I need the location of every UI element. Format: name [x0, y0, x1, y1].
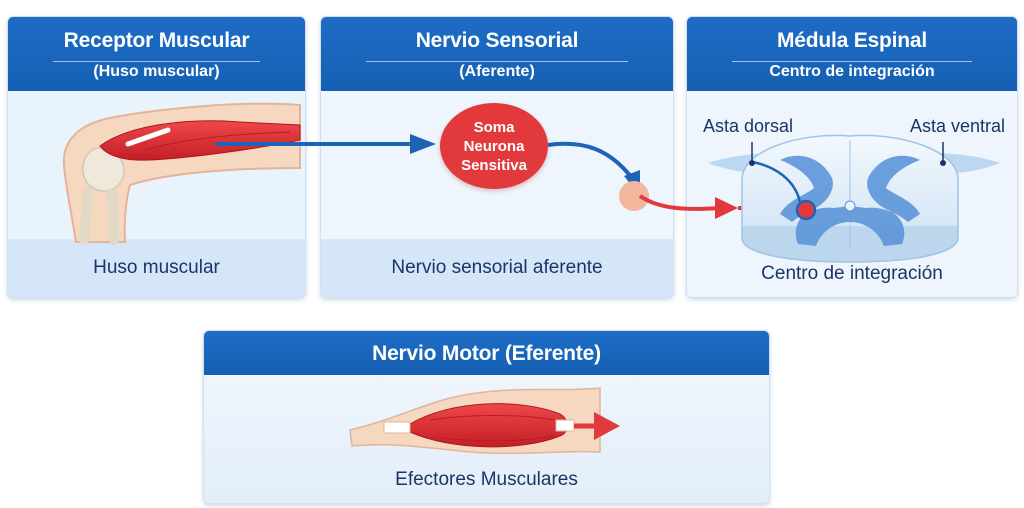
- soma-line-2: Neurona: [463, 137, 525, 155]
- motor-title: Nervio Motor (Eferente): [372, 342, 601, 365]
- sensorial-header: Nervio Sensorial (Aferente): [321, 17, 673, 91]
- receptor-title: Receptor Muscular: [63, 29, 250, 52]
- label-asta-dorsal: Asta dorsal: [703, 116, 794, 136]
- motor-header: Nervio Motor (Eferente): [204, 331, 769, 375]
- effector-muscle-icon: [349, 387, 620, 455]
- receptor-header: Receptor Muscular (Huso muscular): [8, 17, 305, 91]
- receptor-caption: Huso muscular: [8, 239, 305, 297]
- soma-line-3: Sensitiva: [461, 156, 527, 174]
- afferent-arrow: [215, 134, 436, 154]
- medula-caption: Centro de integración: [761, 263, 943, 284]
- medula-subtitle: Centro de integración: [769, 63, 935, 80]
- medula-title: Médula Espinal: [776, 29, 928, 52]
- muscle-spindle-icon: [99, 120, 301, 161]
- sensorial-subtitle: (Aferente): [459, 63, 535, 80]
- receptor-subtitle: (Huso muscular): [93, 63, 220, 80]
- sensorial-caption: Nervio sensorial aferente: [321, 239, 673, 297]
- soma-line-1: Soma: [473, 118, 515, 136]
- sensorial-title-rule: [366, 61, 628, 62]
- soma-neuron-node: Soma Neurona Sensitiva: [440, 103, 548, 189]
- sensorial-title: Nervio Sensorial: [415, 29, 579, 52]
- ganglion-node: [619, 181, 649, 211]
- medula-title-rule: [732, 61, 972, 62]
- medula-header: Médula Espinal Centro de integración: [687, 17, 1017, 91]
- motor-caption: Efectores Musculares: [395, 469, 578, 490]
- label-asta-ventral: Asta ventral: [910, 116, 1006, 136]
- spinal-cord-illustration: [708, 134, 1000, 263]
- receptor-title-rule: [53, 61, 260, 62]
